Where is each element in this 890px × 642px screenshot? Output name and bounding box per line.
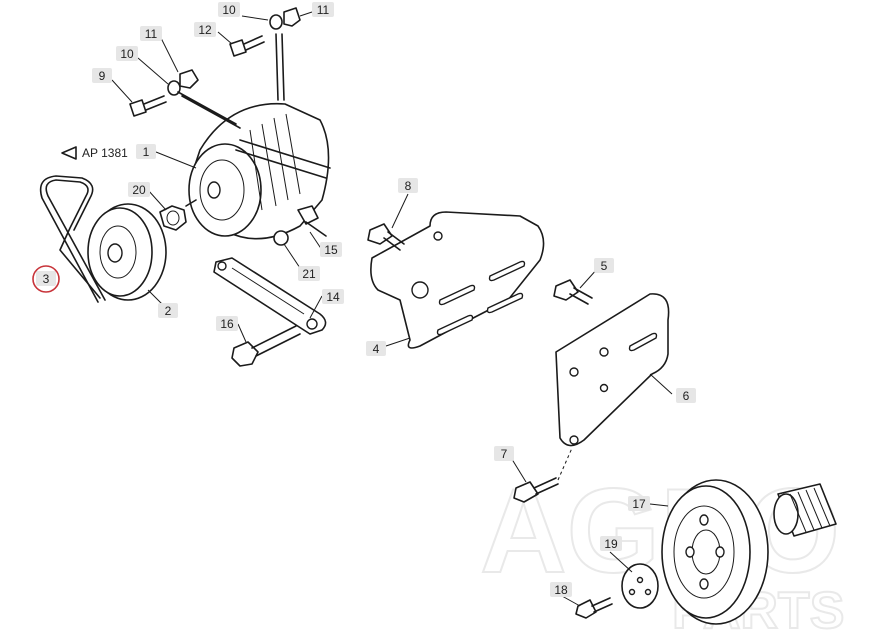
spline-hub — [773, 483, 837, 537]
callout-6[interactable]: 6 — [676, 388, 696, 403]
svg-text:11: 11 — [317, 3, 330, 17]
svg-text:7: 7 — [501, 447, 508, 461]
svg-text:3: 3 — [43, 272, 50, 286]
callout-7[interactable]: 7 — [494, 446, 514, 461]
callout-10-top[interactable]: 10 — [218, 2, 240, 17]
svg-text:10: 10 — [222, 3, 236, 17]
svg-text:2: 2 — [165, 304, 172, 318]
leader-lines — [111, 11, 673, 607]
svg-text:4: 4 — [373, 342, 380, 356]
callout-2[interactable]: 2 — [158, 303, 178, 318]
svg-text:17: 17 — [632, 497, 646, 511]
callout-10-left[interactable]: 10 — [116, 46, 138, 61]
svg-text:10: 10 — [120, 47, 134, 61]
highlight-ring — [32, 265, 60, 293]
mounting-plate — [555, 293, 670, 447]
washer-plate — [621, 563, 659, 609]
callout-8[interactable]: 8 — [398, 178, 418, 193]
callout-11-left[interactable]: 11 — [140, 26, 162, 41]
nut-11a — [283, 7, 301, 27]
callout-4[interactable]: 4 — [366, 341, 386, 356]
callout-20[interactable]: 20 — [128, 182, 150, 197]
callout-21[interactable]: 21 — [298, 266, 320, 281]
pulley — [87, 203, 167, 301]
callout-14[interactable]: 14 — [322, 289, 344, 304]
svg-text:19: 19 — [604, 537, 618, 551]
bolt-7 — [513, 447, 573, 503]
callout-18[interactable]: 18 — [550, 582, 572, 597]
svg-text:12: 12 — [198, 23, 212, 37]
svg-text:11: 11 — [145, 27, 158, 41]
svg-text:20: 20 — [132, 183, 146, 197]
callouts: 10 11 12 11 10 9 1 20 — [32, 2, 696, 597]
crank-pulley — [661, 479, 769, 625]
washer-10b — [167, 80, 181, 96]
bolt-16 — [231, 325, 301, 367]
callout-11-top[interactable]: 11 — [312, 2, 334, 17]
reference-label: AP 1381 — [61, 146, 128, 160]
svg-text:6: 6 — [683, 389, 690, 403]
adjusting-strap — [213, 257, 327, 335]
v-belt — [39, 175, 106, 303]
callout-9[interactable]: 9 — [92, 68, 112, 83]
svg-text:9: 9 — [99, 69, 106, 83]
callout-12[interactable]: 12 — [194, 22, 216, 37]
svg-text:14: 14 — [326, 290, 340, 304]
nut-20 — [159, 205, 187, 231]
bolt-18 — [575, 597, 613, 619]
svg-text:21: 21 — [302, 267, 316, 281]
callout-3[interactable]: 3 — [32, 265, 60, 293]
callout-15[interactable]: 15 — [320, 242, 342, 257]
callout-19[interactable]: 19 — [600, 536, 622, 551]
callout-16[interactable]: 16 — [216, 316, 238, 331]
bolt-8 — [367, 223, 405, 251]
bolt-15 — [297, 205, 327, 237]
assembly-line-left — [177, 91, 241, 129]
reference-code: AP 1381 — [82, 146, 128, 160]
callout-5[interactable]: 5 — [594, 258, 614, 273]
callout-1[interactable]: 1 — [136, 144, 156, 159]
mounting-bracket — [370, 211, 545, 349]
svg-text:15: 15 — [324, 243, 338, 257]
assembly-line-top — [275, 33, 285, 101]
triangle-pointer-icon — [61, 146, 77, 160]
nut-11b — [179, 69, 199, 89]
bolt-12 — [229, 35, 265, 57]
bolt-5 — [553, 279, 593, 305]
washer-10a — [269, 14, 283, 30]
svg-text:16: 16 — [220, 317, 234, 331]
callout-17[interactable]: 17 — [628, 496, 650, 511]
svg-text:18: 18 — [554, 583, 568, 597]
washer-21 — [273, 230, 289, 246]
svg-text:1: 1 — [143, 145, 150, 159]
alternator — [185, 102, 331, 240]
svg-text:8: 8 — [405, 179, 412, 193]
bolt-9 — [129, 95, 167, 117]
svg-text:5: 5 — [601, 259, 608, 273]
